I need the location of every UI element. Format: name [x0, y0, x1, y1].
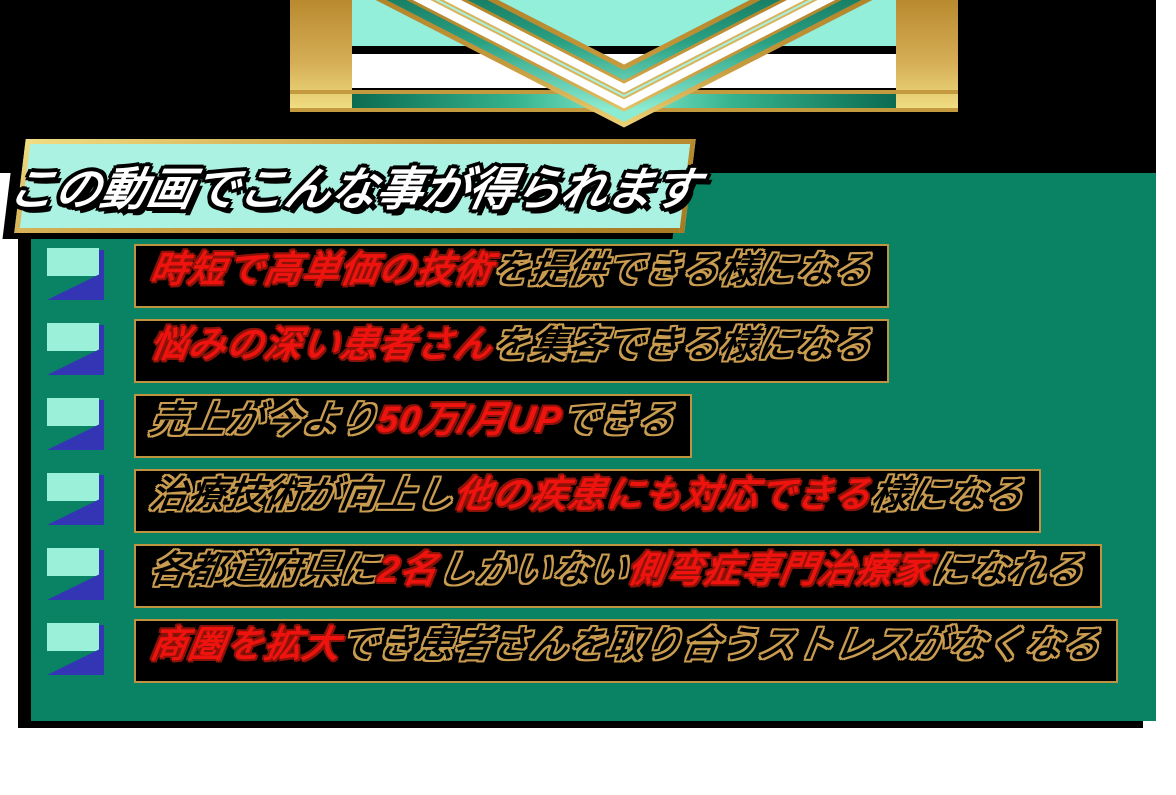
benefit-item: 治療技術が向上し他の疾患にも対応できる様になる: [43, 469, 1156, 533]
benefit-text-bar: 各都道府県に2名しかいない側弯症専門治療家になれる: [134, 544, 1102, 608]
benefit-text-segment: を集客できる様になる: [489, 324, 876, 365]
benefit-item: 時短で高単価の技術を提供できる様になる: [43, 244, 1156, 308]
benefit-text-segment: できる: [558, 399, 679, 440]
benefit-text-bar: 売上が今より50万/月UPできる: [134, 394, 693, 458]
benefit-text-segment: になれる: [929, 549, 1088, 590]
benefit-text-segment: 各都道府県に: [147, 549, 382, 590]
benefit-item: 商圏を拡大でき患者さんを取り合うストレスがなくなる: [43, 619, 1156, 683]
double-chevron-down-icon: [290, 0, 958, 128]
folded-square-icon: [47, 323, 104, 375]
benefit-text-segment: 側弯症専門治療家: [625, 549, 936, 590]
benefit-text-segment: しかいない: [435, 549, 632, 590]
benefit-text-bar: 商圏を拡大でき患者さんを取り合うストレスがなくなる: [134, 619, 1118, 683]
benefit-text-segment: 商圏を拡大: [147, 624, 344, 665]
benefit-list: 時短で高単価の技術を提供できる様になる 悩みの深い患者さんを集客できる様になる …: [31, 173, 1156, 700]
benefit-text-bar: 時短で高単価の技術を提供できる様になる: [134, 244, 890, 308]
banner-title-text: この動画でこんな事が得られます: [4, 163, 705, 215]
folded-square-icon: [47, 248, 104, 300]
title-banner: この動画でこんな事が得られます: [4, 139, 704, 233]
benefit-text-segment: 2名: [375, 549, 442, 590]
benefit-text-segment: でき患者さんを取り合うストレスがなくなる: [337, 624, 1104, 665]
benefit-item: 売上が今より50万/月UPできる: [43, 394, 1156, 458]
folded-square-icon: [47, 548, 104, 600]
benefit-text-segment: 様になる: [868, 474, 1028, 515]
benefit-text-segment: 治療技術が向上し: [147, 474, 458, 515]
benefit-item: 悩みの深い患者さんを集客できる様になる: [43, 319, 1156, 383]
benefit-text-segment: 時短で高単価の技術: [147, 249, 496, 290]
folded-square-icon: [47, 398, 104, 450]
benefit-text-segment: 他の疾患にも対応できる: [451, 474, 876, 515]
chevron-decoration: [290, 0, 958, 150]
benefit-text-segment: 売上が今より: [147, 399, 382, 440]
benefit-text-segment: 50万/月UP: [374, 399, 566, 440]
chevron-left-cap: [290, 0, 352, 112]
benefit-text-segment: 悩みの深い患者さん: [147, 324, 496, 365]
benefit-text-bar: 悩みの深い患者さんを集客できる様になる: [134, 319, 890, 383]
folded-square-icon: [47, 623, 104, 675]
folded-square-icon: [47, 473, 104, 525]
benefits-panel: 時短で高単価の技術を提供できる様になる 悩みの深い患者さんを集客できる様になる …: [31, 173, 1156, 721]
benefit-item: 各都道府県に2名しかいない側弯症専門治療家になれる: [43, 544, 1156, 608]
chevron-right-cap: [896, 0, 958, 112]
benefit-text-segment: を提供できる様になる: [489, 249, 876, 290]
benefit-text-bar: 治療技術が向上し他の疾患にも対応できる様になる: [134, 469, 1042, 533]
